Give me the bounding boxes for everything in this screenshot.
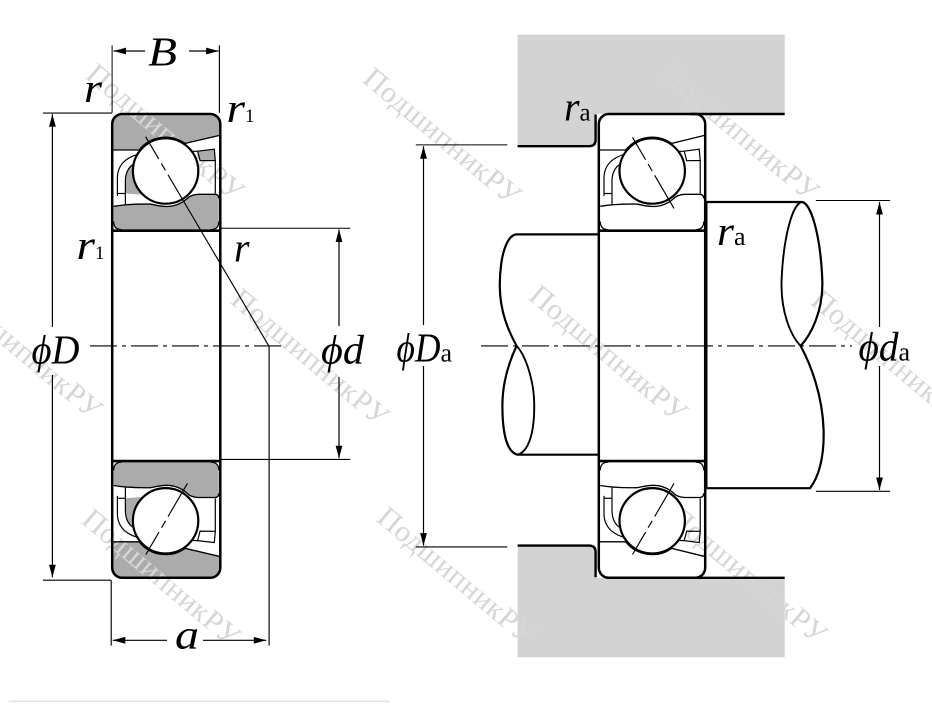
svg-text:ϕD: ϕD xyxy=(32,326,80,372)
svg-text:r: r xyxy=(84,65,103,111)
svg-text:ϕDa: ϕDa xyxy=(397,325,453,371)
svg-text:r: r xyxy=(234,225,251,271)
svg-text:r1: r1 xyxy=(77,222,105,268)
svg-text:a: a xyxy=(175,612,199,658)
svg-text:ϕda: ϕda xyxy=(859,323,911,369)
svg-text:ϕd: ϕd xyxy=(321,326,365,372)
svg-text:ra: ra xyxy=(717,208,746,254)
svg-text:B: B xyxy=(148,28,177,74)
svg-text:r1: r1 xyxy=(227,85,255,131)
svg-text:ra: ra xyxy=(564,83,591,129)
